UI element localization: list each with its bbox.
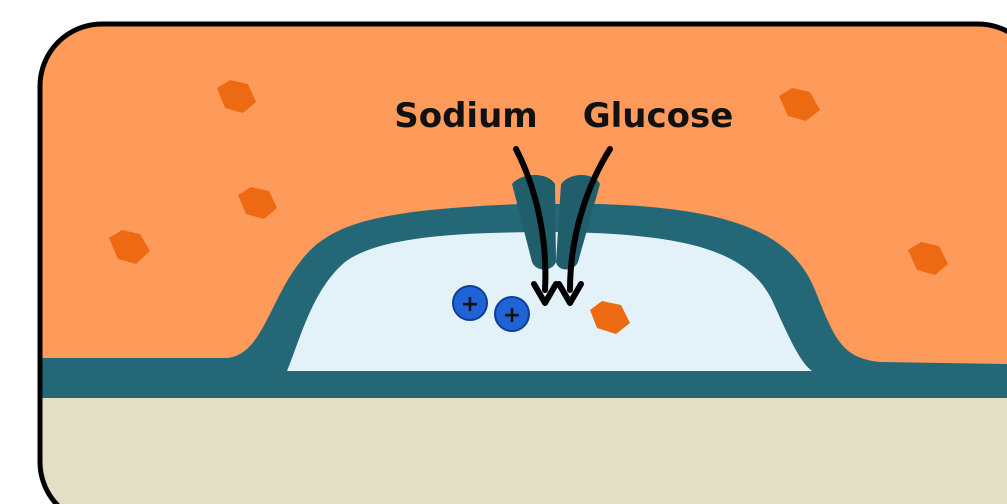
sodium-ion-icon: + (495, 297, 529, 331)
glucose-label: Glucose (583, 96, 734, 136)
ion-charge-label: + (503, 303, 521, 328)
substrate-floor (0, 398, 1007, 504)
sodium-label: Sodium (394, 96, 537, 136)
ion-charge-label: + (461, 292, 479, 317)
sodium-ion-icon: + (453, 286, 487, 320)
